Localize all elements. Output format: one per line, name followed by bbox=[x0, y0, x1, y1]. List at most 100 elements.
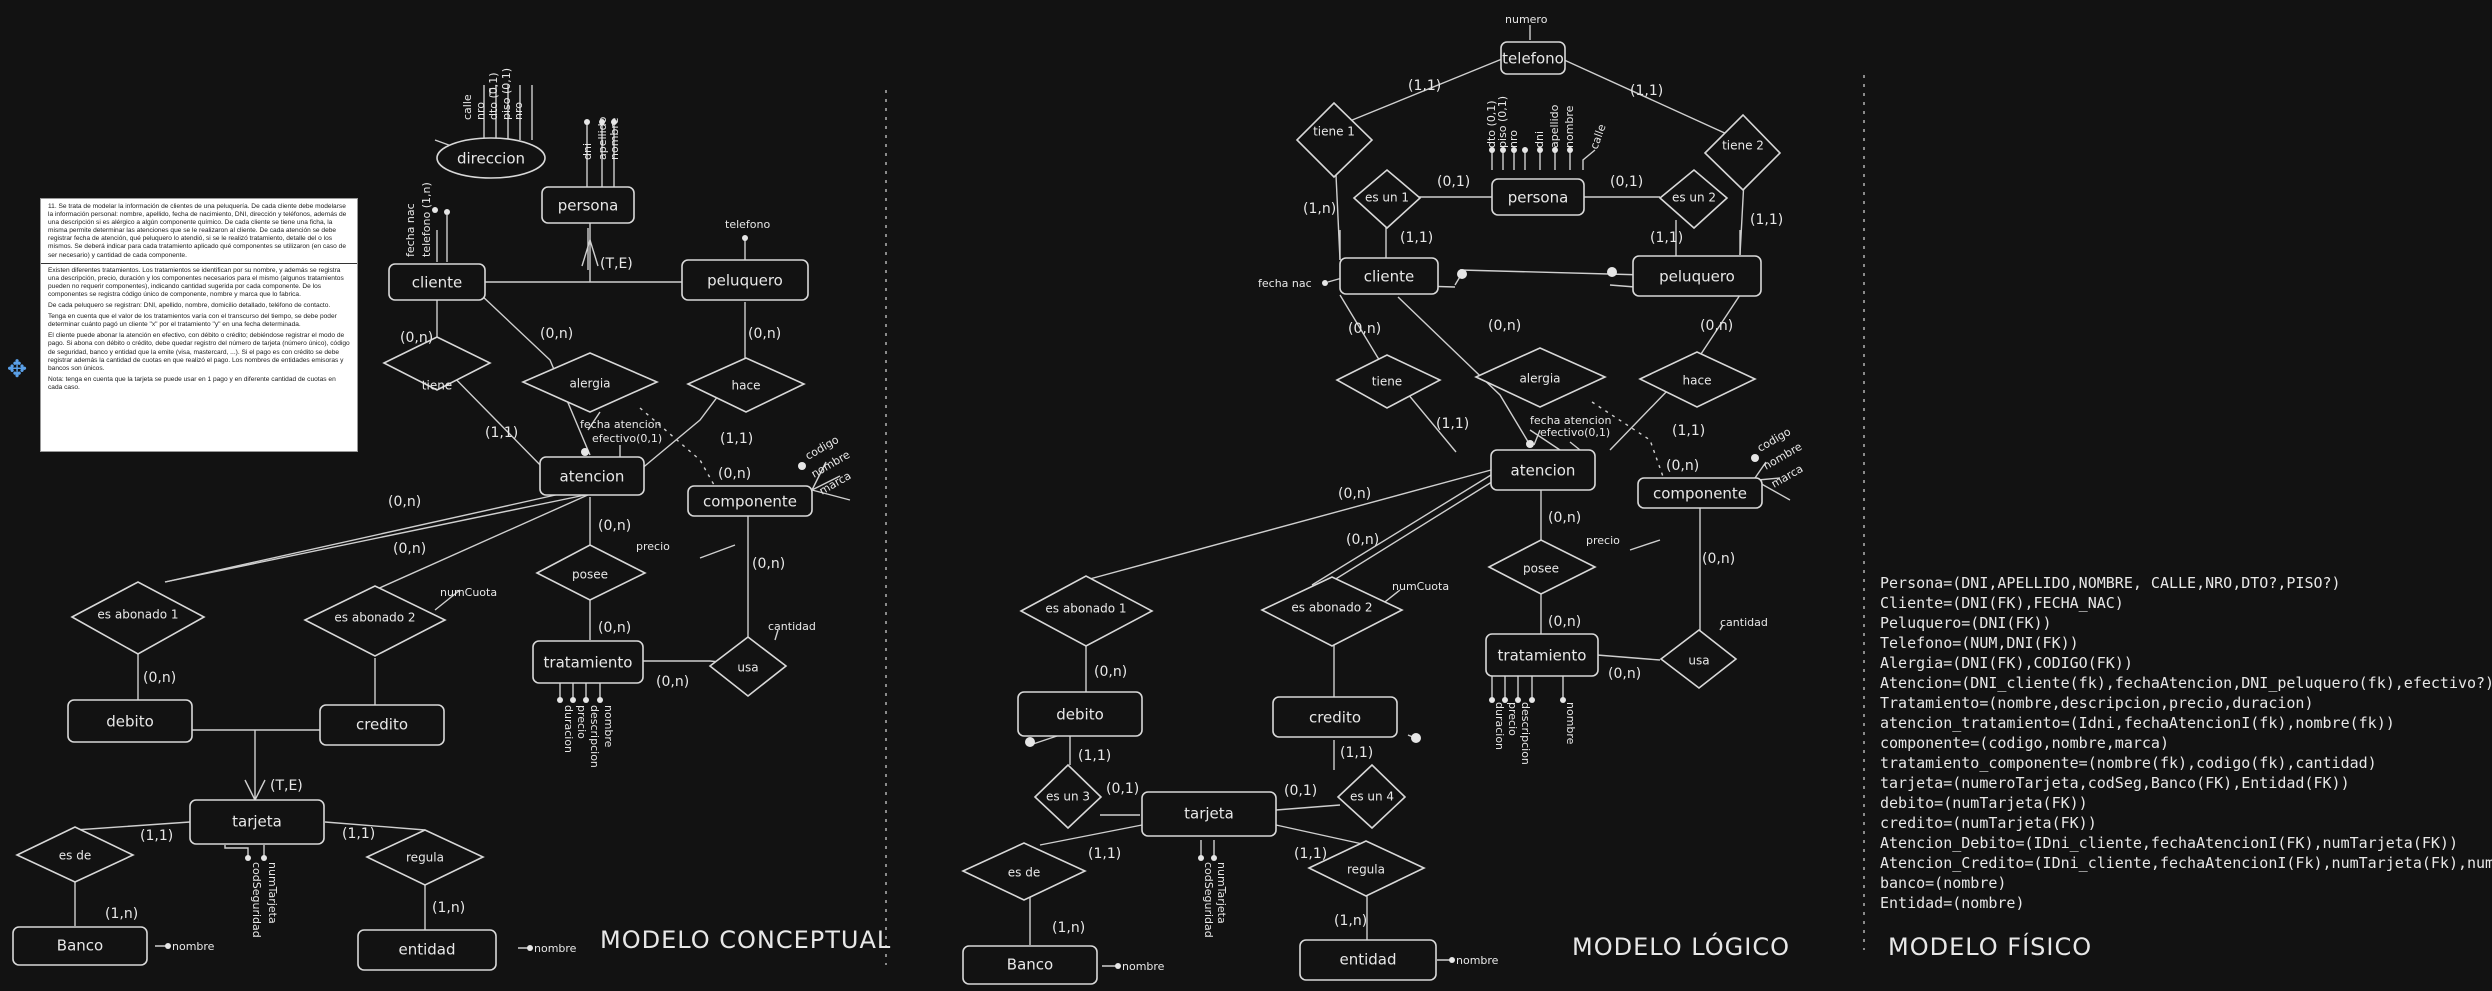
attr-piso-logical: piso (0,1) bbox=[1496, 96, 1509, 148]
card-es-un-4-a: (1,1) bbox=[1340, 745, 1373, 761]
entity-telefono bbox=[1500, 41, 1566, 75]
problem-statement-image: 11. Se trata de modelar la información d… bbox=[40, 198, 358, 452]
attr-duracion: duracion bbox=[562, 705, 575, 753]
physical-table-line: Entidad=(nombre) bbox=[1880, 894, 2025, 912]
card-telefono-2: (1,1) bbox=[1630, 83, 1663, 99]
entity-componente-logical-label: componente bbox=[1653, 485, 1747, 503]
entity-entidad-logical-label: entidad bbox=[1339, 951, 1396, 969]
attr-precio: precio bbox=[575, 705, 588, 739]
physical-table-line: Cliente=(DNI(FK),FECHA_NAC) bbox=[1880, 594, 2124, 612]
relation-es-de-label: es de bbox=[59, 849, 91, 863]
attr-dni: dni bbox=[581, 143, 594, 160]
relation-hace-label: hace bbox=[732, 379, 761, 393]
attr-numcuota-logical: numCuota bbox=[1392, 580, 1449, 593]
card-banco: (1,n) bbox=[105, 906, 138, 922]
relation-es-abonado-2-logical bbox=[1260, 576, 1404, 647]
attr-nombre-entidad-logical: nombre bbox=[1456, 954, 1499, 967]
relation-alergia-logical bbox=[1474, 347, 1607, 408]
attr-codseguridad: codSeguridad bbox=[250, 862, 263, 938]
relation-es-abonado-1-logical-label: es abonado 1 bbox=[1045, 602, 1126, 616]
direccion-label: direccion bbox=[457, 150, 525, 168]
card-debito: (0,n) bbox=[143, 670, 176, 686]
physical-table-line: Peluquero=(DNI(FK)) bbox=[1880, 614, 2052, 632]
relation-es-abonado-2 bbox=[303, 585, 447, 657]
attr-apellido-logical: apellido bbox=[1548, 104, 1561, 148]
attr-descripcion-logical: descripcion bbox=[1519, 702, 1532, 765]
relation-regula bbox=[365, 829, 485, 886]
entity-persona-logical-label: persona bbox=[1508, 189, 1569, 207]
physical-table-line: tratamiento_componente=(nombre(fk),codig… bbox=[1880, 754, 2377, 772]
relation-es-abonado-1-label: es abonado 1 bbox=[97, 608, 178, 622]
card-componente-usa-logical: (0,n) bbox=[1702, 551, 1735, 567]
attr-codseguridad-logical: codSeguridad bbox=[1202, 862, 1215, 938]
entity-persona bbox=[541, 186, 635, 224]
relation-es-un-1-label: es un 1 bbox=[1365, 191, 1409, 205]
relation-es-un-4 bbox=[1336, 763, 1407, 830]
entity-tratamiento bbox=[532, 640, 644, 684]
entity-peluquero-logical-label: peluquero bbox=[1659, 268, 1735, 286]
physical-model-list: Persona=(DNI,APELLIDO,NOMBRE, CALLE,NRO,… bbox=[1880, 573, 2492, 913]
attr-calle: calle bbox=[461, 94, 474, 120]
entity-componente-label: componente bbox=[703, 493, 797, 511]
attr-calle-logical: calle bbox=[1588, 122, 1609, 151]
relation-alergia bbox=[521, 352, 659, 413]
entity-credito-label: credito bbox=[356, 716, 408, 734]
physical-table-line: banco=(nombre) bbox=[1880, 874, 2007, 892]
card-tarjeta-esde: (1,1) bbox=[140, 828, 173, 844]
relation-es-abonado-2-logical-label: es abonado 2 bbox=[1291, 601, 1372, 615]
attr-precio-posee: precio bbox=[636, 540, 670, 553]
card-es-un-3-a: (1,1) bbox=[1078, 748, 1111, 764]
attr-numero: numero bbox=[1505, 13, 1548, 26]
relation-usa-label: usa bbox=[737, 661, 758, 675]
card-cliente-tiene: (0,n) bbox=[400, 330, 433, 346]
attr-nro-2: nro bbox=[512, 102, 525, 120]
relation-tiene1 bbox=[1295, 101, 1374, 179]
statement-paragraph-5: El cliente puede abonar la atención en e… bbox=[48, 332, 350, 372]
statement-paragraph-4: Tenga en cuenta que el valor de los trat… bbox=[48, 313, 337, 329]
card-componente-alergia-logical: (0,n) bbox=[1666, 458, 1699, 474]
entity-telefono-label: telefono bbox=[1502, 50, 1564, 68]
logical-model: telefono persona cliente peluquero atenc… bbox=[961, 13, 1805, 985]
card-atencion-abonado1-logical: (0,n) bbox=[1338, 486, 1371, 502]
attr-cantidad: cantidad bbox=[768, 620, 816, 633]
entity-cliente bbox=[388, 263, 486, 301]
entity-debito-label: debito bbox=[106, 713, 154, 731]
attr-nro-logical: nro bbox=[1507, 130, 1520, 148]
physical-table-line: tarjeta=(numeroTarjeta,codSeg,Banco(FK),… bbox=[1880, 774, 2350, 792]
card-es-un-2-b: (1,1) bbox=[1650, 230, 1683, 246]
physical-table-line: credito=(numTarjeta(FK)) bbox=[1880, 814, 2097, 832]
entity-tratamiento-logical-label: tratamiento bbox=[1498, 647, 1587, 665]
relation-es-de-logical bbox=[961, 842, 1087, 901]
relation-es-un-3-label: es un 3 bbox=[1046, 790, 1090, 804]
attr-numcuota: numCuota bbox=[440, 586, 497, 599]
attr-nombre-tratamiento-logical: nombre bbox=[1564, 702, 1577, 745]
attr-duracion-logical: duracion bbox=[1493, 702, 1506, 750]
card-entidad-logical: (1,n) bbox=[1334, 913, 1367, 929]
direccion-composite bbox=[436, 137, 546, 179]
entity-peluquero bbox=[681, 259, 809, 301]
physical-table-line: Alergia=(DNI(FK),CODIGO(FK)) bbox=[1880, 654, 2133, 672]
relation-tiene-logical-label: tiene bbox=[1372, 375, 1402, 389]
card-atencion-abonado2: (0,n) bbox=[393, 541, 426, 557]
physical-table-line: componente=(codigo,nombre,marca) bbox=[1880, 734, 2169, 752]
attr-numtarjeta-logical: numTarjeta bbox=[1215, 862, 1228, 924]
card-entidad: (1,n) bbox=[432, 900, 465, 916]
card-debito-logical: (0,n) bbox=[1094, 664, 1127, 680]
entity-banco-logical bbox=[962, 945, 1098, 985]
card-te-persona: (T,E) bbox=[600, 256, 633, 272]
card-es-un-1-b: (1,1) bbox=[1400, 230, 1433, 246]
relation-hace-logical bbox=[1638, 351, 1757, 408]
selection-tool-icon[interactable]: ✥ bbox=[7, 355, 28, 383]
statement-paragraph-3: De cada peluquero se registran: DNI, ape… bbox=[48, 302, 331, 310]
card-es-un-4-b: (0,1) bbox=[1284, 783, 1317, 799]
entity-credito-logical bbox=[1272, 696, 1398, 738]
entity-atencion-logical bbox=[1490, 449, 1596, 491]
entity-tratamiento-label: tratamiento bbox=[544, 654, 633, 672]
relation-es-un-1 bbox=[1352, 168, 1422, 230]
card-atencion-tiene-logical: (1,1) bbox=[1436, 416, 1469, 432]
entity-atencion-label: atencion bbox=[560, 468, 625, 486]
card-componente-alergia: (0,n) bbox=[718, 466, 751, 482]
entity-debito bbox=[67, 699, 193, 743]
card-tarjeta-regula: (1,1) bbox=[342, 826, 375, 842]
relation-tiene-label: tiene bbox=[422, 379, 452, 393]
